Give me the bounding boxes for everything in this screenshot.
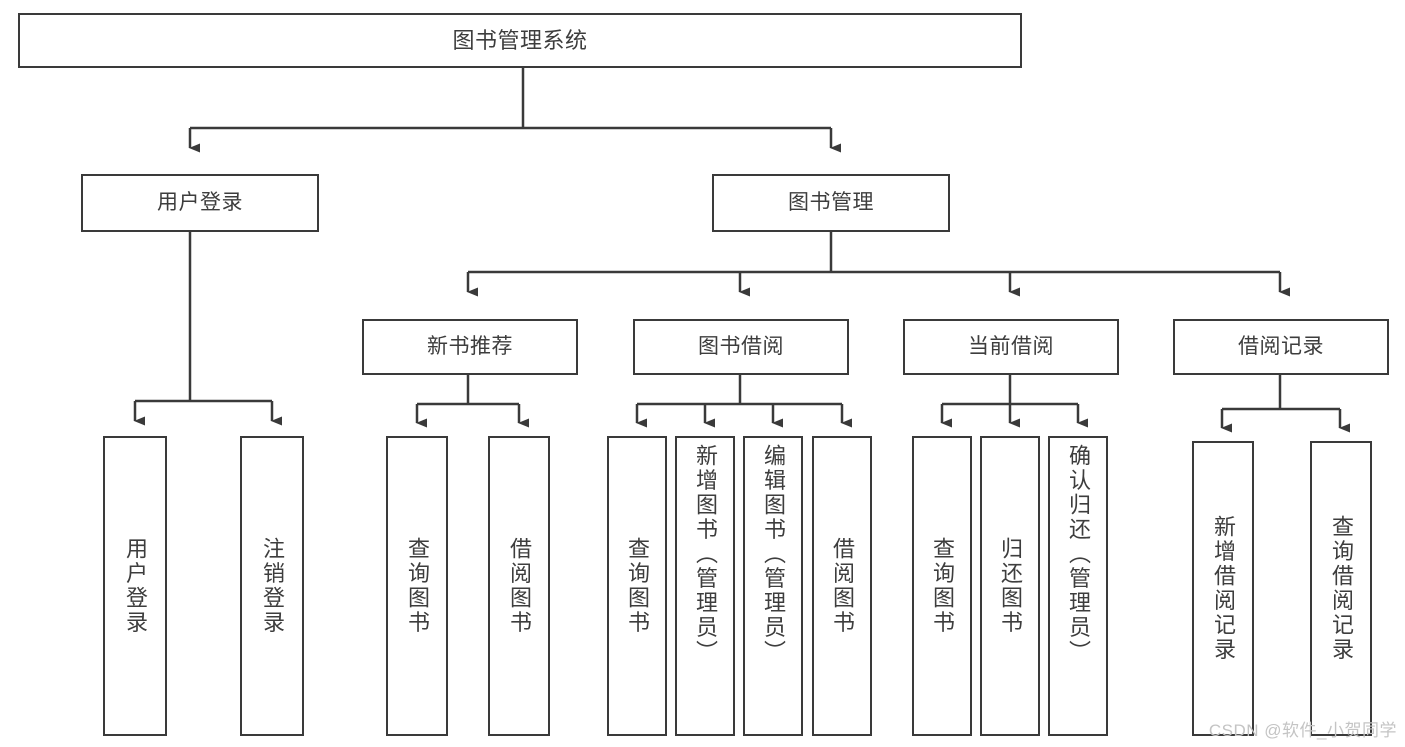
node-leaf-query-book-1[interactable]: 查询图书 — [386, 436, 448, 736]
node-leaf-return-book[interactable]: 归还图书 — [980, 436, 1040, 736]
node-user-login[interactable]: 用户登录 — [81, 174, 319, 232]
node-leaf-add-record[interactable]: 新增借阅记录 — [1192, 441, 1254, 736]
node-leaf-add-book[interactable]: 新增图书（管理员） — [675, 436, 735, 736]
node-leaf-borrow-book-1-label: 借阅图书 — [507, 537, 532, 635]
node-leaf-query-record[interactable]: 查询借阅记录 — [1310, 441, 1372, 736]
node-borrow-record[interactable]: 借阅记录 — [1173, 319, 1389, 375]
node-leaf-query-book-1-label: 查询图书 — [405, 537, 430, 635]
node-book-manage-label: 图书管理 — [788, 190, 874, 214]
node-leaf-user-login[interactable]: 用户登录 — [103, 436, 167, 736]
node-leaf-borrow-book-2-label: 借阅图书 — [830, 537, 855, 635]
node-new-book-recommend-label: 新书推荐 — [427, 334, 513, 358]
node-book-manage[interactable]: 图书管理 — [712, 174, 950, 232]
node-current-borrow-label: 当前借阅 — [968, 334, 1054, 358]
node-new-book-recommend[interactable]: 新书推荐 — [362, 319, 578, 375]
node-leaf-query-book-2[interactable]: 查询图书 — [607, 436, 667, 736]
node-user-login-label: 用户登录 — [157, 190, 243, 214]
node-leaf-borrow-book-2[interactable]: 借阅图书 — [812, 436, 872, 736]
node-leaf-confirm-return[interactable]: 确认归还（管理员） — [1048, 436, 1108, 736]
node-leaf-borrow-book-1[interactable]: 借阅图书 — [488, 436, 550, 736]
node-leaf-add-book-label: 新增图书（管理员） — [693, 444, 718, 665]
node-leaf-edit-book-label: 编辑图书（管理员） — [761, 444, 786, 665]
node-leaf-logout[interactable]: 注销登录 — [240, 436, 304, 736]
node-leaf-return-book-label: 归还图书 — [998, 537, 1023, 635]
node-leaf-user-login-label: 用户登录 — [123, 537, 148, 635]
node-book-borrow-label: 图书借阅 — [698, 334, 784, 358]
node-leaf-confirm-return-label: 确认归还（管理员） — [1066, 444, 1091, 665]
node-leaf-query-book-2-label: 查询图书 — [625, 537, 650, 635]
node-leaf-query-book-3[interactable]: 查询图书 — [912, 436, 972, 736]
node-leaf-query-book-3-label: 查询图书 — [930, 537, 955, 635]
node-book-borrow[interactable]: 图书借阅 — [633, 319, 849, 375]
node-root-label: 图书管理系统 — [452, 27, 588, 53]
node-root[interactable]: 图书管理系统 — [18, 13, 1022, 68]
node-borrow-record-label: 借阅记录 — [1238, 334, 1324, 358]
node-current-borrow[interactable]: 当前借阅 — [903, 319, 1119, 375]
node-leaf-query-record-label: 查询借阅记录 — [1329, 515, 1354, 662]
node-leaf-logout-label: 注销登录 — [260, 537, 285, 635]
node-leaf-edit-book[interactable]: 编辑图书（管理员） — [743, 436, 803, 736]
watermark-text: CSDN @软件_小贺同学 — [1208, 721, 1397, 740]
node-leaf-add-record-label: 新增借阅记录 — [1211, 515, 1236, 662]
